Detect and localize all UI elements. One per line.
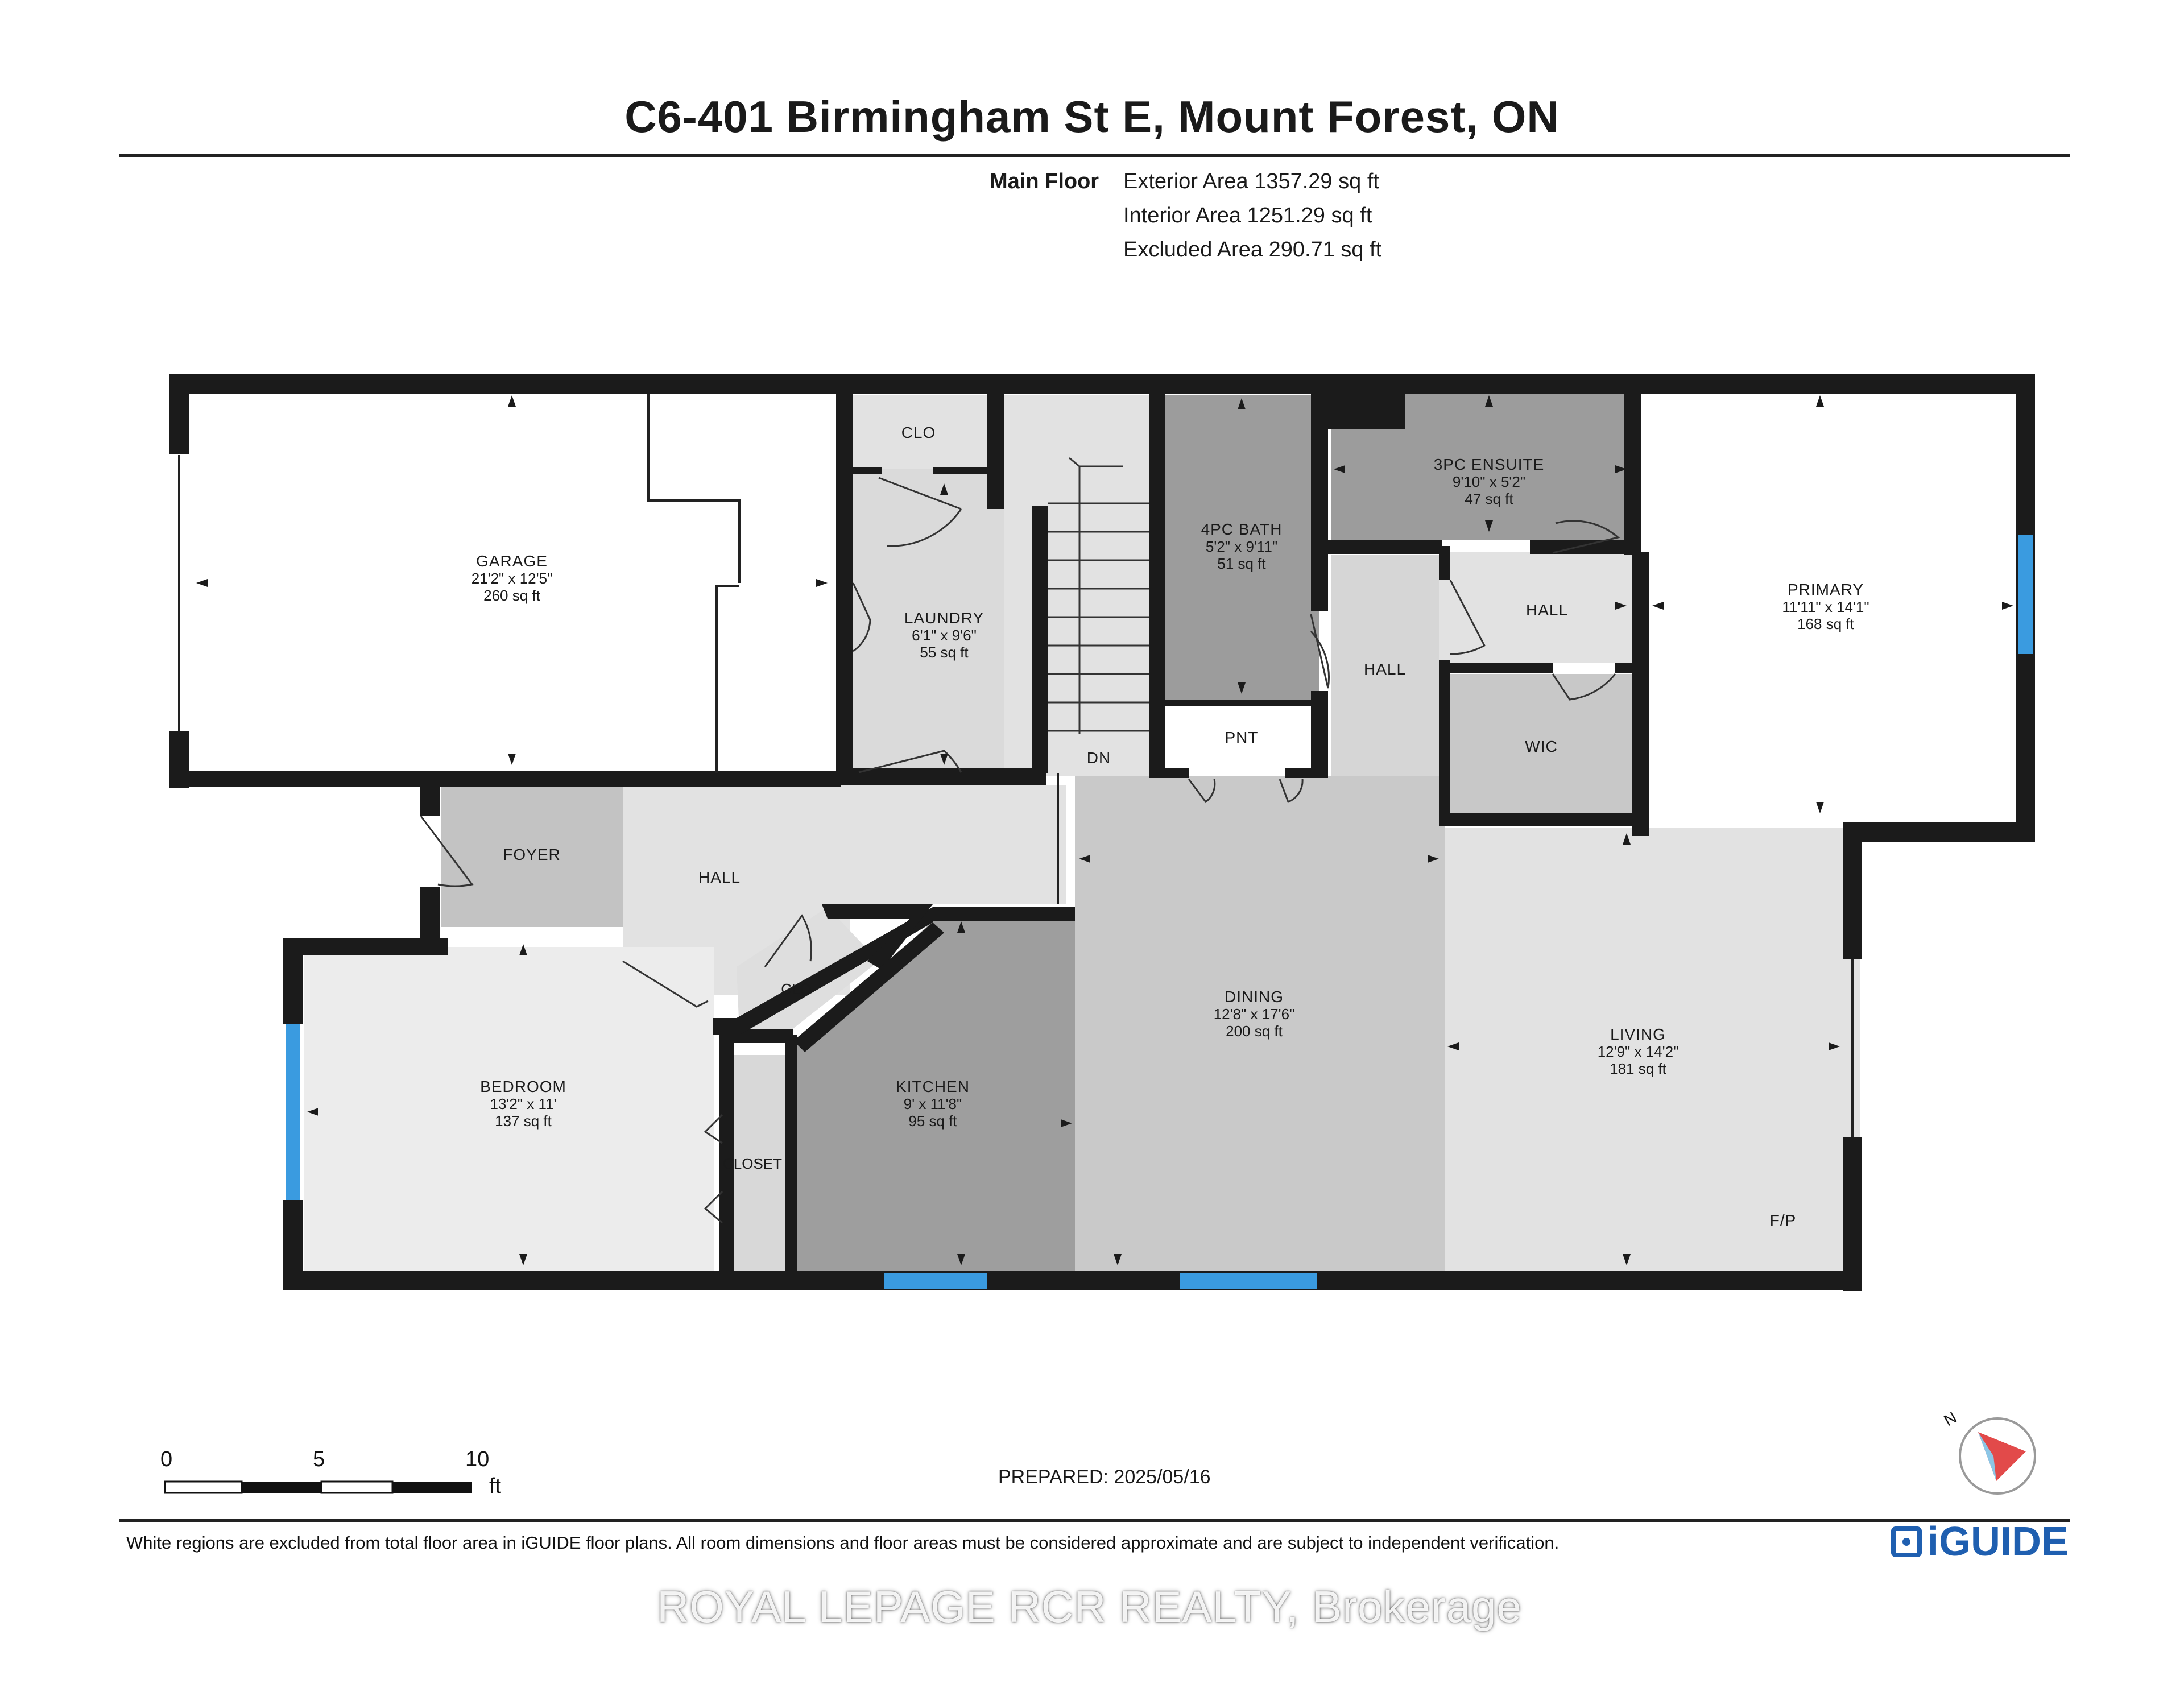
primary-dims: 11'11" x 14'1"	[1782, 598, 1869, 615]
scale-label-5: 5	[313, 1447, 325, 1471]
page-title: C6-401 Birmingham St E, Mount Forest, ON	[624, 92, 1560, 142]
living-name: LIVING	[1610, 1025, 1666, 1043]
bedroom-name: BEDROOM	[480, 1078, 566, 1095]
ensuite-dims: 9'10" x 5'2"	[1453, 473, 1525, 490]
header-divider	[119, 154, 2070, 157]
interior-area: Interior Area 1251.29 sq ft	[1123, 204, 1372, 227]
living-dims: 12'9" x 14'2"	[1598, 1043, 1679, 1060]
staircase	[1048, 457, 1149, 734]
ensuite-area: 47 sq ft	[1465, 490, 1513, 507]
stairs-name: DN	[1087, 749, 1111, 767]
pnt-name: PNT	[1225, 729, 1259, 746]
thin-lines	[178, 394, 1854, 1137]
watermark: ROYAL LEPAGE RCR REALTY, Brokerage	[657, 1582, 1522, 1632]
foyer-name: FOYER	[503, 846, 560, 863]
iguide-icon	[1891, 1526, 1922, 1557]
brand-name: iGUIDE	[1927, 1519, 2069, 1565]
compass-icon: N	[1941, 1408, 2036, 1495]
scale-unit: ft	[489, 1474, 502, 1498]
bedroom-floor	[304, 947, 714, 1271]
disclaimer: White regions are excluded from total fl…	[126, 1533, 1560, 1553]
bedroom-area: 137 sq ft	[495, 1112, 552, 1130]
scale-label-10: 10	[465, 1447, 490, 1471]
garage-dims: 21'2" x 12'5"	[471, 570, 553, 587]
living-area: 181 sq ft	[1610, 1060, 1667, 1077]
wic-name: WIC	[1525, 738, 1557, 755]
kitchen-area: 95 sq ft	[908, 1112, 957, 1130]
prepared-date: PREPARED: 2025/05/16	[998, 1466, 1211, 1488]
windows	[286, 535, 2033, 1289]
pnt-floor	[1163, 705, 1320, 773]
room-fills	[188, 390, 2019, 1271]
compass-label: N	[1941, 1408, 1960, 1429]
bath4-area: 51 sq ft	[1217, 555, 1266, 572]
garage-area: 260 sq ft	[483, 587, 541, 604]
dining-floor	[1075, 776, 1445, 1271]
kitchen-dims: 9' x 11'8"	[904, 1095, 962, 1112]
ensuite-name: 3PC ENSUITE	[1434, 456, 1545, 473]
laundry-dims: 6'1" x 9'6"	[912, 627, 977, 644]
living-floor	[1445, 828, 1860, 1271]
hall-ensuite-name: HALL	[1526, 601, 1568, 619]
hall-main-name: HALL	[698, 868, 741, 886]
hall-ensuite-floor	[1439, 552, 1644, 663]
primary-area: 168 sq ft	[1797, 615, 1855, 632]
clo-top-floor	[850, 395, 990, 469]
primary-floor	[1649, 390, 2019, 819]
wic-floor	[1450, 674, 1632, 813]
hall-main-floor	[623, 785, 1066, 904]
hall-mid-name: HALL	[1364, 660, 1406, 678]
scale-label-0: 0	[160, 1447, 173, 1471]
dining-name: DINING	[1225, 988, 1284, 1006]
window-primary	[2018, 535, 2033, 654]
dimension-arrows	[196, 395, 2013, 1265]
fireplace-label: F/P	[1770, 1211, 1797, 1229]
walls	[169, 374, 2035, 1291]
dining-area: 200 sq ft	[1226, 1023, 1283, 1040]
closet-name: CLOSET	[723, 1155, 782, 1172]
garage-name: GARAGE	[476, 552, 548, 570]
stairs-floor	[1004, 395, 1149, 776]
window-bedroom	[286, 1024, 300, 1200]
laundry-area: 55 sq ft	[920, 644, 969, 661]
room-labels: GARAGE 21'2" x 12'5" 260 sq ft CLO LAUND…	[471, 424, 1869, 1229]
door-swings	[420, 477, 1620, 1224]
kitchen-floor	[793, 921, 1075, 1271]
window-kitchen	[884, 1273, 987, 1289]
dining-dims: 12'8" x 17'6"	[1214, 1006, 1295, 1023]
brand-logo: iGUIDE	[1891, 1519, 2069, 1565]
bedroom-dims: 13'2" x 11'	[490, 1095, 557, 1112]
clo-top-name: CLO	[901, 424, 936, 441]
laundry-name: LAUNDRY	[904, 609, 984, 627]
hall-mid-floor	[1331, 555, 1439, 782]
floor-name: Main Floor	[990, 169, 1099, 193]
footer-divider	[119, 1519, 2070, 1522]
kitchen-name: KITCHEN	[896, 1078, 970, 1095]
bath4-floor	[1163, 395, 1320, 700]
primary-name: PRIMARY	[1788, 581, 1864, 598]
foyer-floor	[441, 785, 623, 927]
garage-floor	[188, 391, 836, 771]
bath4-name: 4PC BATH	[1201, 520, 1283, 538]
scale-bar	[164, 1480, 472, 1494]
exterior-area: Exterior Area 1357.29 sq ft	[1123, 169, 1379, 193]
window-dining	[1180, 1273, 1317, 1289]
bath4-dims: 5'2" x 9'11"	[1206, 538, 1277, 555]
excluded-area: Excluded Area 290.71 sq ft	[1123, 238, 1382, 262]
clo-mid-name: CLO	[781, 980, 811, 998]
